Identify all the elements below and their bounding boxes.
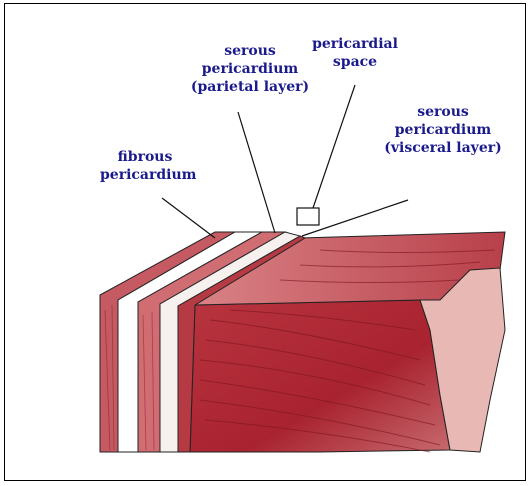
label-line: (parietal layer)	[185, 78, 315, 96]
pointer-space	[313, 85, 355, 208]
label-line: pericardial	[300, 35, 410, 53]
label-line: serous	[378, 103, 508, 121]
label-line: pericardium	[185, 60, 315, 78]
pointer-fibrous	[162, 198, 215, 238]
label-line: pericardium	[100, 166, 190, 184]
label-line: pericardium	[378, 121, 508, 139]
label-pericardial-space: pericardial space	[300, 35, 410, 71]
pointer-parietal	[238, 112, 275, 233]
label-line: (visceral layer)	[378, 139, 508, 157]
label-line: serous	[185, 42, 315, 60]
label-serous-parietal: serous pericardium (parietal layer)	[185, 42, 315, 96]
label-line: fibrous	[100, 148, 190, 166]
myocardium-front	[190, 300, 450, 452]
pericardial-space-marker	[297, 208, 319, 225]
label-fibrous: fibrous pericardium	[100, 148, 190, 184]
label-line: space	[300, 53, 410, 71]
label-serous-visceral: serous pericardium (visceral layer)	[378, 103, 508, 157]
pointer-lines	[162, 85, 408, 238]
